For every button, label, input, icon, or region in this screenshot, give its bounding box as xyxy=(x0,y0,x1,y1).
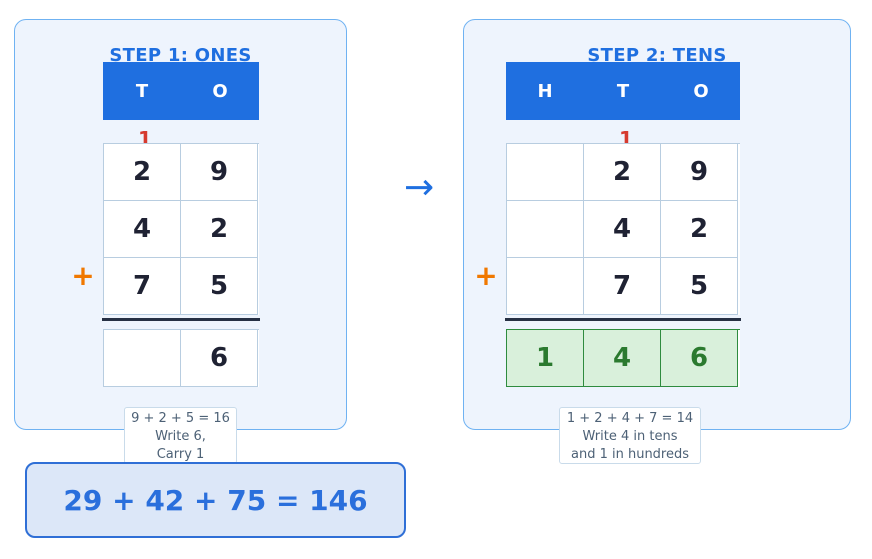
step1-cell: 7 xyxy=(104,258,181,315)
step1-cell: 4 xyxy=(104,201,181,258)
tens-header: T xyxy=(135,80,149,102)
step2-result-row: 1 4 6 xyxy=(506,329,740,387)
step2-cell xyxy=(507,201,584,258)
step1-result-cell xyxy=(104,330,181,387)
step2-plus-sign: + xyxy=(474,259,498,292)
step1-explanation: 9 + 2 + 5 = 16 Write 6, Carry 1 xyxy=(124,407,237,464)
step2-explanation-line: Write 4 in tens xyxy=(582,429,678,444)
step2-sum-line xyxy=(505,318,741,321)
step1-plus-sign: + xyxy=(71,259,95,292)
step1-explanation-line: Write 6, xyxy=(155,429,206,444)
step1-place-value-header: T O xyxy=(103,62,259,120)
step1-result-row: 6 xyxy=(103,329,259,387)
final-equation: 29 + 42 + 75 = 146 xyxy=(25,462,406,538)
step1-title: STEP 1: ONES xyxy=(109,45,252,66)
step2-title: STEP 2: TENS xyxy=(587,45,727,66)
step2-cell: 2 xyxy=(661,201,738,258)
step2-cell: 4 xyxy=(584,201,661,258)
tens-header: T xyxy=(616,80,630,102)
ones-header: O xyxy=(212,80,228,102)
hundreds-header: H xyxy=(537,80,553,102)
step1-addend-grid: 2 9 4 2 7 5 xyxy=(103,143,259,315)
step2-explanation: 1 + 2 + 4 + 7 = 14 Write 4 in tens and 1… xyxy=(559,407,701,464)
step2-cell: 2 xyxy=(584,144,661,201)
step1-cell: 2 xyxy=(104,144,181,201)
step2-result-cell: 4 xyxy=(584,330,661,387)
step1-cell: 2 xyxy=(181,201,258,258)
step1-result-cell: 6 xyxy=(181,330,258,387)
step2-cell xyxy=(507,258,584,315)
right-arrow-icon: → xyxy=(404,167,435,208)
step2-result-cell: 6 xyxy=(661,330,738,387)
step2-result-cell: 1 xyxy=(507,330,584,387)
step2-cell xyxy=(507,144,584,201)
step2-addend-grid: 2 9 4 2 7 5 xyxy=(506,143,740,315)
step1-explanation-line: Carry 1 xyxy=(156,447,205,462)
step2-cell: 9 xyxy=(661,144,738,201)
step2-cell: 7 xyxy=(584,258,661,315)
step1-cell: 9 xyxy=(181,144,258,201)
step2-cell: 5 xyxy=(661,258,738,315)
step1-cell: 5 xyxy=(181,258,258,315)
step2-place-value-header: H T O xyxy=(506,62,740,120)
ones-header: O xyxy=(693,80,709,102)
step1-explanation-line: 9 + 2 + 5 = 16 xyxy=(131,411,230,426)
step1-sum-line xyxy=(102,318,260,321)
step2-explanation-line: 1 + 2 + 4 + 7 = 14 xyxy=(566,411,694,426)
step2-explanation-line: and 1 in hundreds xyxy=(570,447,690,462)
